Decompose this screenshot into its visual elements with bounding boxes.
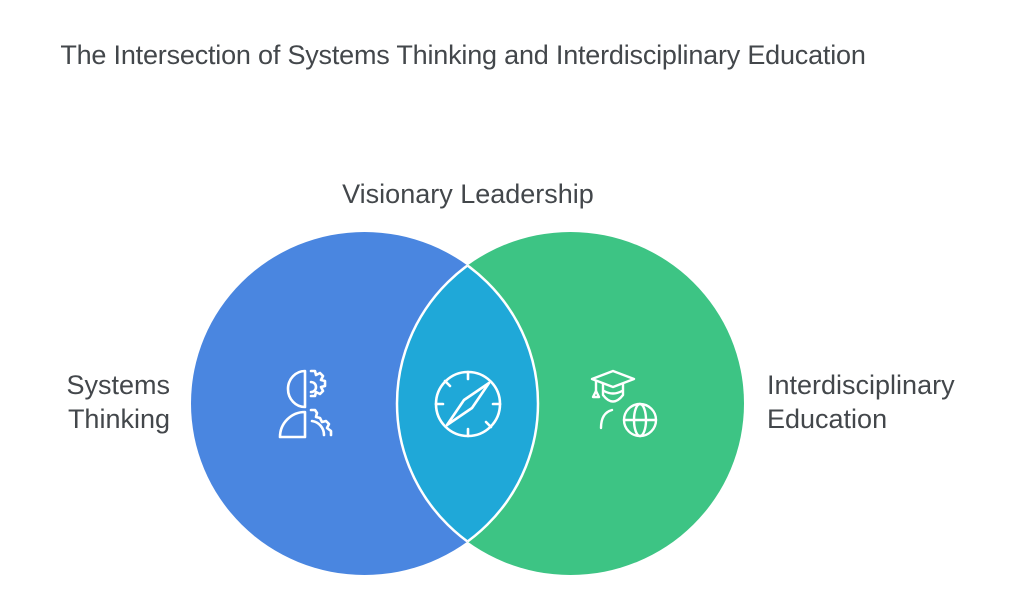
intersection-outline [395, 232, 540, 575]
intersection-region [397, 232, 538, 575]
graduate-globe-icon [590, 369, 658, 438]
right-set-label: Interdisciplinary Education [767, 368, 1007, 436]
left-set-label: Systems Thinking [30, 368, 170, 436]
diagram-title: The Intersection of Systems Thinking and… [60, 40, 866, 70]
compass-icon [434, 370, 502, 438]
right-set-label-line1: Interdisciplinary [767, 370, 955, 400]
right-set-label-line2: Education [767, 404, 888, 434]
left-set-label-line1: Systems [66, 370, 170, 400]
person-gear-icon [278, 369, 333, 439]
intersection-label: Visionary Leadership [342, 179, 594, 209]
left-set-label-line2: Thinking [67, 404, 170, 434]
